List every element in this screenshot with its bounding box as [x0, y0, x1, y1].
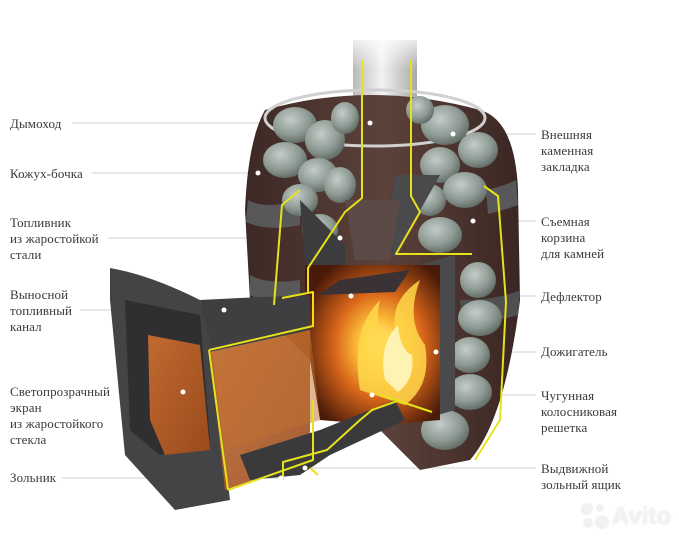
stones-side: [421, 262, 502, 450]
label-removable-stone-basket: Съемная корзина для камней: [541, 214, 605, 261]
leader-dots: [180, 120, 476, 481]
label-ash-pit: Зольник: [10, 470, 57, 485]
label-cast-iron-grate: Чугунная колосниковая решетка: [541, 388, 618, 435]
avito-logo-icon: [581, 503, 609, 529]
label-chimney: Дымоход: [10, 116, 62, 131]
stones-right: [406, 96, 498, 253]
label-firebox: Топливник из жаростойкой стали: [10, 215, 99, 262]
label-glass-screen: Светопрозрачный экран из жаростойкого ст…: [10, 384, 111, 447]
section-outline: [208, 60, 507, 491]
label-outer-stone-load: Внешняя каменная закладка: [541, 127, 594, 174]
label-afterburner: Дожигатель: [541, 344, 608, 359]
label-deflector: Дефлектор: [541, 289, 602, 304]
label-ash-drawer: Выдвижной зольный ящик: [541, 461, 622, 492]
avito-watermark-text: Avito: [612, 503, 672, 530]
label-barrel-casing: Кожух-бочка: [10, 166, 83, 181]
avito-watermark: Avito: [578, 500, 673, 532]
label-remote-fuel-channel: Выносной топливный канал: [10, 287, 73, 334]
